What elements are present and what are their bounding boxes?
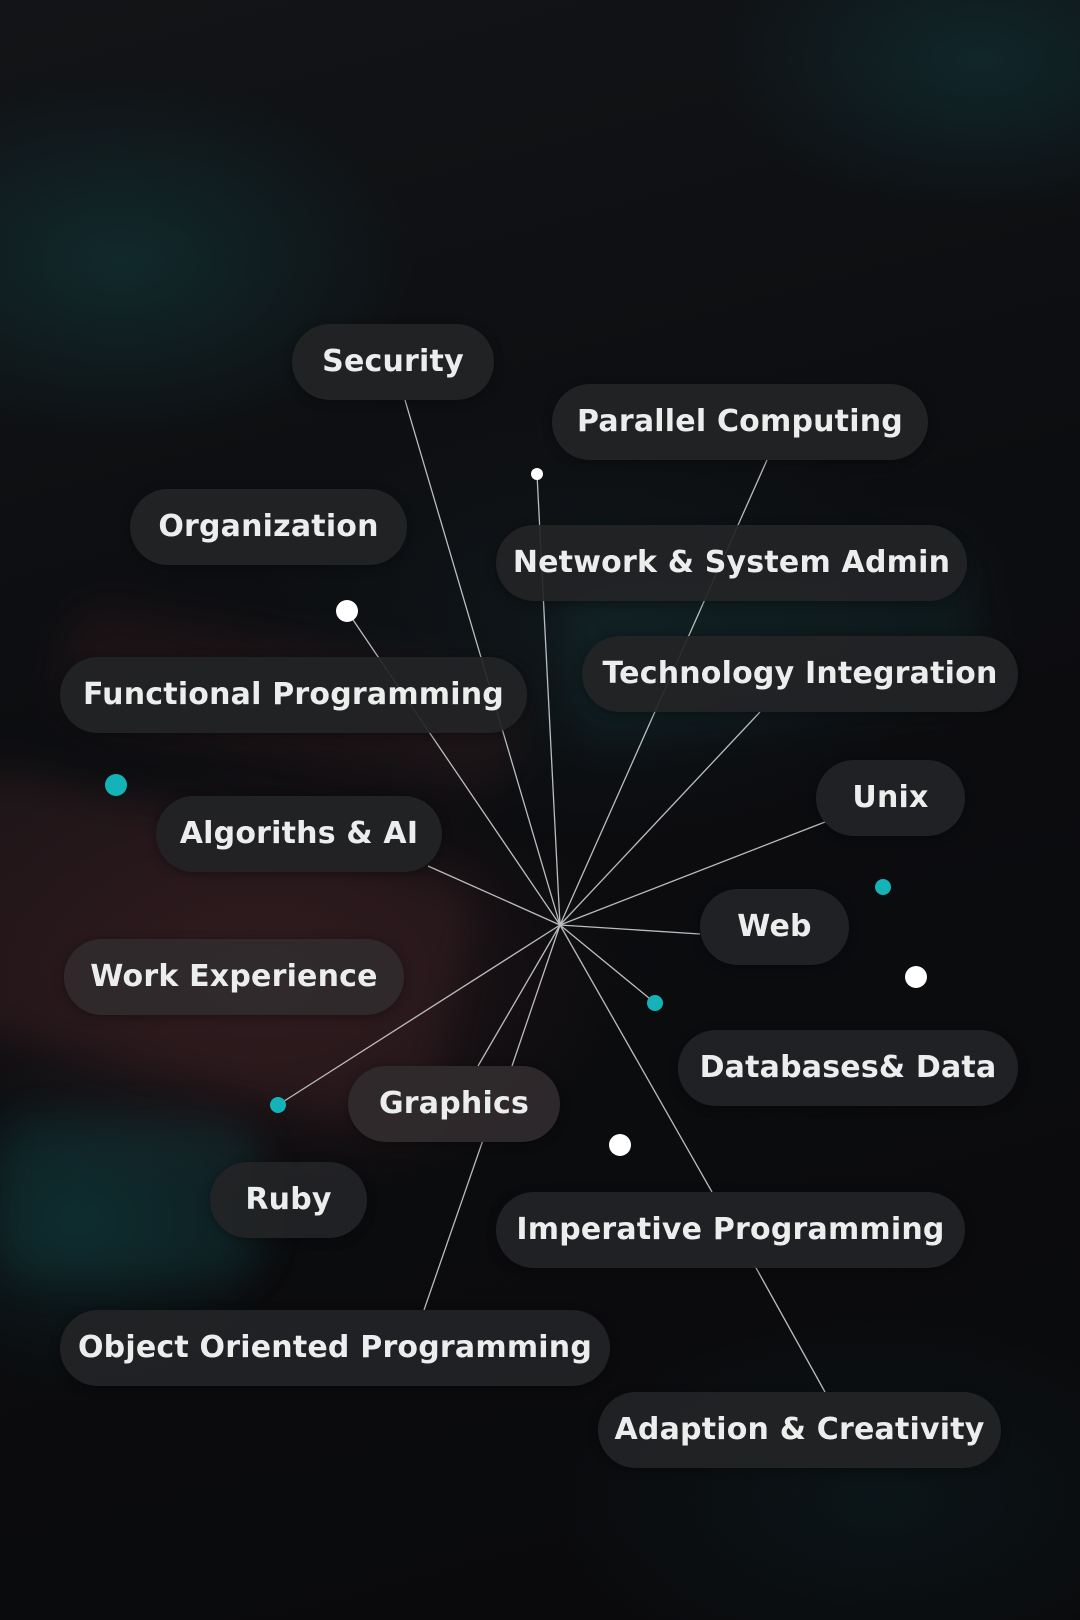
topic-pill-graphics: Graphics	[348, 1066, 560, 1142]
node-dot-white	[905, 966, 927, 988]
topic-pill-security: Security	[292, 324, 494, 400]
connector-line-adaption-creativity	[754, 1265, 826, 1393]
topic-pill-databases-data: Databases& Data	[678, 1030, 1018, 1106]
topic-pill-ruby: Ruby	[210, 1162, 367, 1238]
topic-pill-imperative-programming: Imperative Programming	[496, 1192, 965, 1268]
node-dot-teal	[647, 995, 663, 1011]
topic-pill-unix: Unix	[816, 760, 965, 836]
topic-pill-web: Web	[700, 889, 849, 965]
topic-pill-adaption-creativity: Adaption & Creativity	[598, 1392, 1001, 1468]
node-dot-white	[336, 600, 358, 622]
topic-pill-network-system-admin: Network & System Admin	[496, 525, 967, 601]
topic-pill-work-experience: Work Experience	[64, 939, 404, 1015]
node-dot-white	[609, 1134, 631, 1156]
topic-pill-object-oriented-programming: Object Oriented Programming	[60, 1310, 610, 1386]
topic-pill-functional-programming: Functional Programming	[60, 657, 527, 733]
connector-line-databases-dot	[559, 924, 656, 1004]
connector-line-ruby-dot	[277, 924, 561, 1106]
connector-line-technology-integration	[559, 711, 761, 926]
connector-line-web	[559, 924, 701, 935]
topic-pill-technology-integration: Technology Integration	[582, 636, 1018, 712]
node-dot-white	[531, 468, 543, 480]
connector-line-object-oriented	[423, 1139, 484, 1311]
node-dot-teal	[270, 1097, 286, 1113]
connector-line-graphics	[477, 924, 561, 1067]
topic-pill-organization: Organization	[130, 489, 407, 565]
topic-pill-algorithms-ai: Algoriths & AI	[156, 796, 442, 872]
connector-line-graphics-right	[511, 924, 561, 1067]
node-dot-teal	[105, 774, 127, 796]
connector-line-algorithms-ai	[427, 865, 561, 926]
topic-pill-parallel-computing: Parallel Computing	[552, 384, 928, 460]
node-dot-teal	[875, 879, 891, 895]
connector-line-imperative-programming	[559, 924, 713, 1193]
connector-line-unix	[559, 821, 826, 926]
